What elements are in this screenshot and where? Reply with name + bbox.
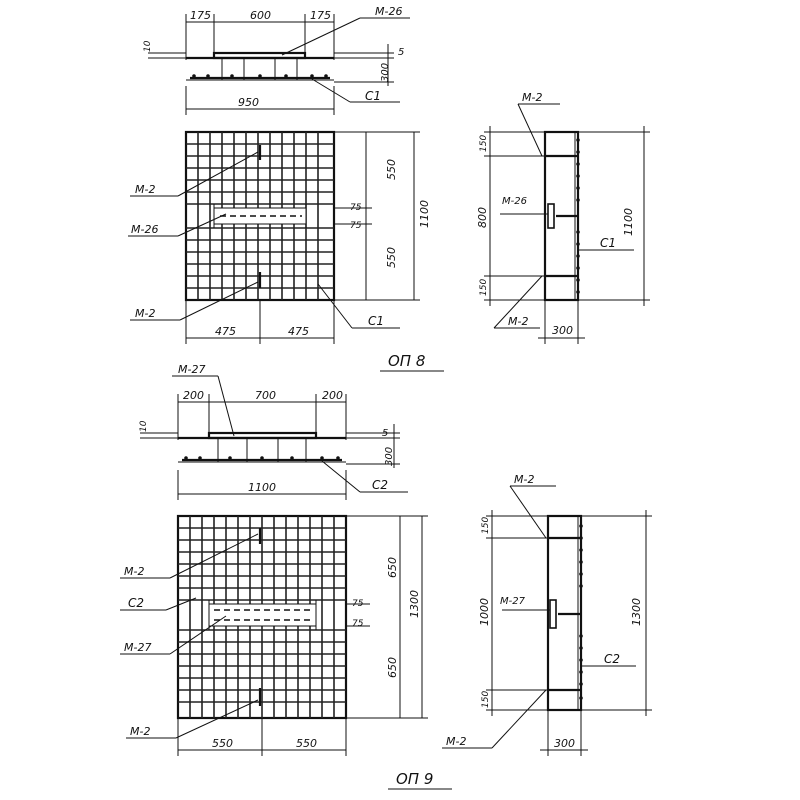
op9-plan-label-m2-top: М-2 <box>124 565 144 578</box>
op9-title: ОП 9 <box>388 770 452 790</box>
op9-side-dim-1300: 1300 <box>630 598 643 626</box>
op8-plan-label-c1: С1 <box>368 314 384 328</box>
op9-top-label-plate: М-27 <box>178 363 205 376</box>
op9-top-rebar-dots <box>184 456 340 460</box>
op8-plan-dim-75a: 75 <box>350 203 362 213</box>
op9-side-plate-m27 <box>549 599 557 629</box>
op9-title-text: ОП 9 <box>396 770 433 788</box>
op8-side-dim-1100: 1100 <box>622 208 635 236</box>
op8-plan-dim-550b: 550 <box>385 247 398 268</box>
op8-side-section: 150 800 150 1100 300 М-2 М-26 С1 М-2 <box>476 91 650 344</box>
op8-side-label-m2-top: М-2 <box>522 91 542 104</box>
op8-plan-dim-550a: 550 <box>385 159 398 180</box>
op9-side-dim-1000: 1000 <box>478 598 491 626</box>
op8-plan-dim-75b: 75 <box>350 221 362 231</box>
op9-plan-dim-1300: 1300 <box>408 590 421 618</box>
op8-side-rebar-dots <box>576 138 580 294</box>
op8-side-dim-150a: 150 <box>479 135 489 152</box>
op9-side-dim-300: 300 <box>554 737 575 750</box>
op8-top-dim-2: 600 <box>250 9 271 22</box>
op9-plan-view: 650 75 75 650 1300 550 550 М-2 С2 М-27 М… <box>120 514 428 756</box>
op9-plan-label-m27: М-27 <box>124 641 151 654</box>
op9-top-label-mesh: С2 <box>372 478 388 492</box>
op8-plan-dim-1100: 1100 <box>418 200 431 228</box>
op9-top-total-width: 1100 <box>248 481 276 494</box>
op8-plan-dim-475a: 475 <box>215 325 236 338</box>
op9-top-section: 200 700 200 10 5 300 М-27 С2 <box>139 363 408 500</box>
op8-top-rebar-dots <box>192 74 328 78</box>
op9-side-dim-150b: 150 <box>481 691 491 708</box>
op9-plan-label-c2: С2 <box>128 596 144 610</box>
op8-side-dim-150b: 150 <box>479 279 489 296</box>
op8-plan-label-m2-bot: М-2 <box>135 307 155 320</box>
op9-side-label-c2: С2 <box>604 652 620 666</box>
op8-side-label-c1: С1 <box>600 236 616 250</box>
op8-title-text: ОП 8 <box>388 352 425 370</box>
op9-plan-label-m2-bot: М-2 <box>130 725 150 738</box>
op8-plan-label-m2-top: М-2 <box>135 183 155 196</box>
op9-top-dim-1: 200 <box>183 389 204 402</box>
op9-plan-plate-m27 <box>208 603 317 627</box>
op9-plan-dim-650b: 650 <box>386 657 399 678</box>
op9-top-dim-2: 700 <box>255 389 276 402</box>
op9-top-dim-300: 300 <box>384 447 395 466</box>
op8-top-total-width: 950 <box>238 96 259 109</box>
op8-top-dim-10: 10 <box>143 40 153 52</box>
op8-title: ОП 8 <box>380 352 444 372</box>
op8-top-dim-1: 175 <box>190 9 211 22</box>
op9-plan-dim-75b: 75 <box>352 619 364 629</box>
op8-top-dim-5: 5 <box>398 47 404 58</box>
op8-side-dim-800: 800 <box>476 207 489 228</box>
op8-top-label-plate: М-26 <box>375 5 402 18</box>
op8-top-dim-3: 175 <box>310 9 331 22</box>
op9-top-dim-3: 200 <box>322 389 343 402</box>
op8-top-dim-300: 300 <box>380 63 391 82</box>
op8-top-label-mesh: С1 <box>365 89 381 103</box>
op9-top-dim-10: 10 <box>139 420 149 432</box>
op8-side-plate-m26 <box>547 203 555 229</box>
op9-side-dim-150a: 150 <box>481 517 491 534</box>
op9-side-label-m27: М-27 <box>500 596 526 607</box>
op9-side-label-m2-bot: М-2 <box>446 735 466 748</box>
op8-plan-view: 550 75 75 550 1100 475 475 М-2 М-26 М-2 … <box>128 130 431 344</box>
op8-top-section: 175 600 175 10 5 300 М-26 <box>143 5 410 115</box>
op9-top-dim-5: 5 <box>382 428 388 439</box>
op9-plan-dim-75a: 75 <box>352 599 364 609</box>
op8-side-label-m2-bot: М-2 <box>508 315 528 328</box>
op8-side-dim-300: 300 <box>552 324 573 337</box>
op9-side-label-m2-top: М-2 <box>514 473 534 486</box>
op9-plan-dim-650a: 650 <box>386 557 399 578</box>
op9-side-section: 150 1000 150 1300 300 М-2 М-27 С2 М-2 <box>442 473 652 756</box>
op9-plan-dim-550a: 550 <box>212 737 233 750</box>
op8-plan-label-m26: М-26 <box>131 223 158 236</box>
op9-side-rebar-dots <box>579 524 583 700</box>
op8-plan-dim-475b: 475 <box>288 325 309 338</box>
op9-plan-dim-550b: 550 <box>296 737 317 750</box>
op8-side-label-m26: М-26 <box>502 196 527 207</box>
